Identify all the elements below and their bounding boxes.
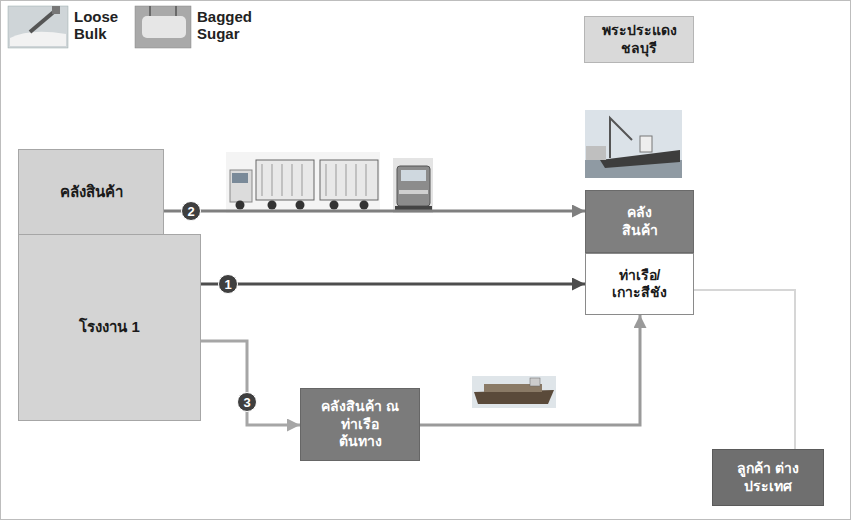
ship-picture: [585, 110, 682, 178]
node-text: คลังสินค้า ณ ท่าเรือ ต้นทาง: [318, 398, 402, 451]
callout-number: 1: [218, 274, 238, 294]
node-text: คลังสินค้า: [60, 183, 123, 202]
flow-arrow: [201, 341, 300, 425]
factory-box: โรงงาน 1: [18, 234, 201, 421]
port-box: ท่าเรือ/ เกาะสีชัง: [585, 253, 694, 315]
legend-caption: Bagged Sugar: [197, 8, 265, 43]
port-warehouse-box: คลังสินค้า ณ ท่าเรือ ต้นทาง: [300, 388, 420, 461]
node-text: คลัง สินค้า: [614, 204, 666, 239]
legend-caption: Loose Bulk: [74, 8, 129, 43]
warehouse-box: คลังสินค้า: [18, 149, 164, 235]
node-text: โรงงาน 1: [79, 318, 140, 337]
bagged-sugar-photo: [135, 6, 191, 48]
location-box: พระประแดง ชลบุรี: [584, 16, 694, 63]
loose-bulk-photo: [8, 6, 68, 48]
flow-arrow: [694, 290, 795, 449]
node-text: ลูกค้า ต่างประเทศ: [724, 460, 812, 495]
node-text: ท่าเรือ/ เกาะสีชัง: [600, 267, 680, 302]
warehouse-box: คลัง สินค้า: [585, 190, 694, 253]
train-picture: [393, 158, 433, 213]
barge-picture: [472, 376, 556, 408]
callout-number: 3: [237, 392, 257, 412]
callout-number: 2: [181, 201, 201, 221]
customer-box: ลูกค้า ต่างประเทศ: [712, 449, 824, 506]
flow-arrow: [420, 315, 640, 425]
flow-arrow: [164, 210, 585, 213]
node-text: พระประแดง ชลบุรี: [594, 22, 684, 57]
truck-picture: [226, 152, 380, 213]
flow-arrow: [201, 283, 585, 286]
